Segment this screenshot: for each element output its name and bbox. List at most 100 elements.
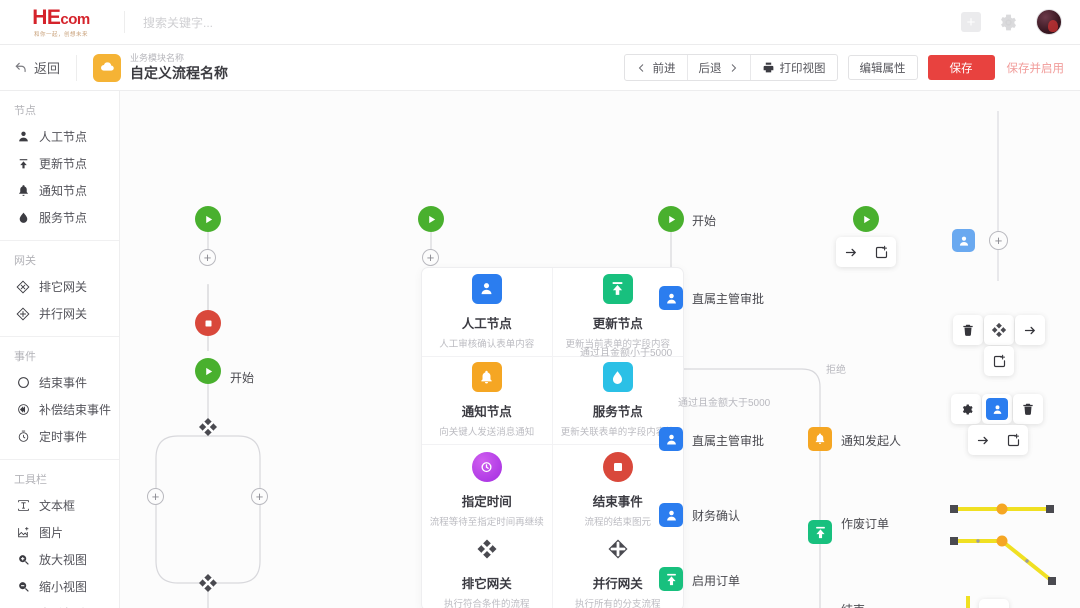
- flow-node-enable-order[interactable]: [659, 567, 683, 591]
- palette-item-desc: 执行符合条件的流程: [443, 598, 530, 608]
- sidebar-item-timer-event[interactable]: 定时事件: [0, 423, 119, 450]
- gateway-type-button[interactable]: [984, 315, 1014, 345]
- save-button[interactable]: 保存: [927, 55, 995, 80]
- node-settings-button[interactable]: [951, 394, 981, 424]
- sidebar-item-parallel-gateway[interactable]: 并行网关: [0, 300, 119, 327]
- gateway-add-button[interactable]: [984, 346, 1014, 376]
- forward-button[interactable]: 前进: [625, 55, 688, 80]
- exclusive-gateway-icon[interactable]: [984, 315, 1014, 345]
- palette-item-exclusive-gateway[interactable]: 排它网关 执行符合条件的流程: [422, 533, 553, 608]
- flow-node-label: 通知发起人: [841, 434, 902, 448]
- arrow-right-icon[interactable]: [968, 425, 998, 455]
- selected-person-node[interactable]: [952, 229, 975, 252]
- timer-event-icon: [16, 430, 30, 444]
- bottom-line-editor[interactable]: [120, 91, 1080, 608]
- add-node-handle-right[interactable]: +: [989, 231, 1008, 250]
- add-node-icon[interactable]: [984, 346, 1014, 376]
- sidebar-item-person-node[interactable]: 人工节点: [0, 123, 119, 150]
- print-label: 打印视图: [779, 62, 826, 75]
- node-quick-toolbar[interactable]: [836, 237, 896, 267]
- palette-item-title: 并行网关: [592, 576, 643, 591]
- palette-item-update-node[interactable]: 更新节点 更新当前表单的字段内容: [552, 268, 683, 357]
- flow-node-label: 直属主管审批: [692, 434, 765, 448]
- update-node-icon: [815, 526, 825, 538]
- palette-item-bell-node[interactable]: 通知节点 向关键人发送消息通知: [422, 356, 553, 446]
- middle-start-node[interactable]: [418, 206, 444, 232]
- zoom-out-icon: [16, 580, 30, 594]
- palette-item-end-event[interactable]: 结束事件 流程的结束图元: [553, 445, 684, 534]
- cloud-icon: [100, 62, 114, 71]
- print-button[interactable]: 打印视图: [751, 55, 837, 80]
- add-node-icon[interactable]: [998, 425, 1028, 455]
- exclusive-gateway-icon: [16, 280, 30, 294]
- palette-item-title: 结束事件: [592, 494, 643, 509]
- flow-node-notify[interactable]: [808, 427, 832, 451]
- delete-icon[interactable]: [1013, 394, 1043, 424]
- back-button[interactable]: 返回: [0, 58, 60, 77]
- gateway-arrow-button[interactable]: [1015, 315, 1045, 345]
- gear-icon[interactable]: [951, 394, 981, 424]
- sidebar-item-service-node[interactable]: 服务节点: [0, 204, 119, 231]
- gear-icon[interactable]: [979, 599, 1009, 608]
- flow-node-person-1[interactable]: [659, 286, 683, 310]
- palette-item-person-node[interactable]: 人工节点 人工审核确认表单内容: [422, 268, 553, 357]
- loop-add-handle-right[interactable]: +: [251, 488, 268, 505]
- gear-icon[interactable]: [999, 13, 1018, 32]
- edit-props-label: 编辑属性: [859, 62, 906, 75]
- sidebar-item-label: 排它网关: [39, 280, 88, 294]
- sidebar-item-help[interactable]: ? 查看帮助: [0, 600, 119, 608]
- add-node-icon[interactable]: [866, 237, 896, 267]
- demo-start-node[interactable]: [853, 206, 879, 232]
- sidebar-item-end-event[interactable]: 结束事件: [0, 369, 119, 396]
- left-start-node[interactable]: [195, 206, 221, 232]
- edit-props-button[interactable]: 编辑属性: [847, 55, 918, 80]
- sidebar-item-zoom-out[interactable]: 缩小视图: [0, 573, 119, 600]
- flow-node-person-2[interactable]: [659, 427, 683, 451]
- left-start-node-2[interactable]: [195, 358, 221, 384]
- flow-node-void-order[interactable]: [808, 520, 832, 544]
- avatar[interactable]: [1036, 9, 1062, 35]
- line-quick-toolbar[interactable]: [979, 599, 1009, 608]
- parallel-gateway-icon: [603, 534, 633, 564]
- node-palette-card[interactable]: 人工节点 人工审核确认表单内容 更新节点 更新当前表单的字段内容 通知节点 向关…: [421, 267, 684, 608]
- brand-he: HE: [32, 5, 61, 29]
- arrow-right-icon[interactable]: [836, 237, 866, 267]
- play-icon: [863, 215, 870, 223]
- sidebar-item-update-node[interactable]: 更新节点: [0, 150, 119, 177]
- add-node-handle[interactable]: +: [199, 249, 216, 266]
- sidebar-item-compensate-end-event[interactable]: 补偿结束事件: [0, 396, 119, 423]
- main-start-node[interactable]: [658, 206, 684, 232]
- left-end-node[interactable]: [195, 310, 221, 336]
- search-input[interactable]: 搜索关键字...: [143, 15, 214, 30]
- flow-node-finance[interactable]: [659, 503, 683, 527]
- node-secondary-toolbar[interactable]: [968, 425, 1028, 455]
- save-enable-button[interactable]: 保存并启用: [1007, 60, 1069, 76]
- gateway-quick-toolbar[interactable]: [953, 315, 983, 345]
- sidebar-item-exclusive-gateway[interactable]: 排它网关: [0, 273, 119, 300]
- arrow-right-icon[interactable]: [1015, 315, 1045, 345]
- line-endpoint-handle: [950, 537, 958, 545]
- backward-button[interactable]: 后退: [688, 55, 751, 80]
- delete-icon[interactable]: [953, 315, 983, 345]
- sidebar-item-zoom-in[interactable]: 放大视图: [0, 546, 119, 573]
- sidebar-item-bell-node[interactable]: 通知节点: [0, 177, 119, 204]
- flow-canvas[interactable]: + 开始 + +: [120, 91, 1080, 608]
- palette-item-parallel-gateway[interactable]: 并行网关 执行所有的分支流程: [553, 534, 684, 608]
- palette-item-desc: 执行所有的分支流程: [574, 598, 661, 608]
- line-editor-widgets[interactable]: [120, 91, 1080, 608]
- palette-item-timer-event[interactable]: 指定时间 流程等待至指定时间再继续: [422, 445, 553, 534]
- node-type-button[interactable]: [982, 394, 1012, 424]
- loop-add-handle-left[interactable]: +: [147, 488, 164, 505]
- brand-logo[interactable]: HEcom 和你一起，创想未来: [0, 7, 118, 38]
- palette-item-service-node[interactable]: 服务节点 更新关联表单的字段内容等: [552, 357, 683, 446]
- flow-node-label: 启用订单: [692, 574, 741, 588]
- middle-add-handle[interactable]: +: [422, 249, 439, 266]
- person-node-icon[interactable]: [986, 398, 1008, 420]
- play-icon: [205, 367, 212, 375]
- sidebar-item-image[interactable]: 图片: [0, 519, 119, 546]
- node-delete-button[interactable]: [1013, 394, 1043, 424]
- sidebar-group-title: 事件: [14, 351, 36, 363]
- plus-icon[interactable]: +: [961, 12, 981, 32]
- selected-vertical-line[interactable]: [966, 596, 970, 608]
- sidebar-item-textbox[interactable]: 文本框: [0, 492, 119, 519]
